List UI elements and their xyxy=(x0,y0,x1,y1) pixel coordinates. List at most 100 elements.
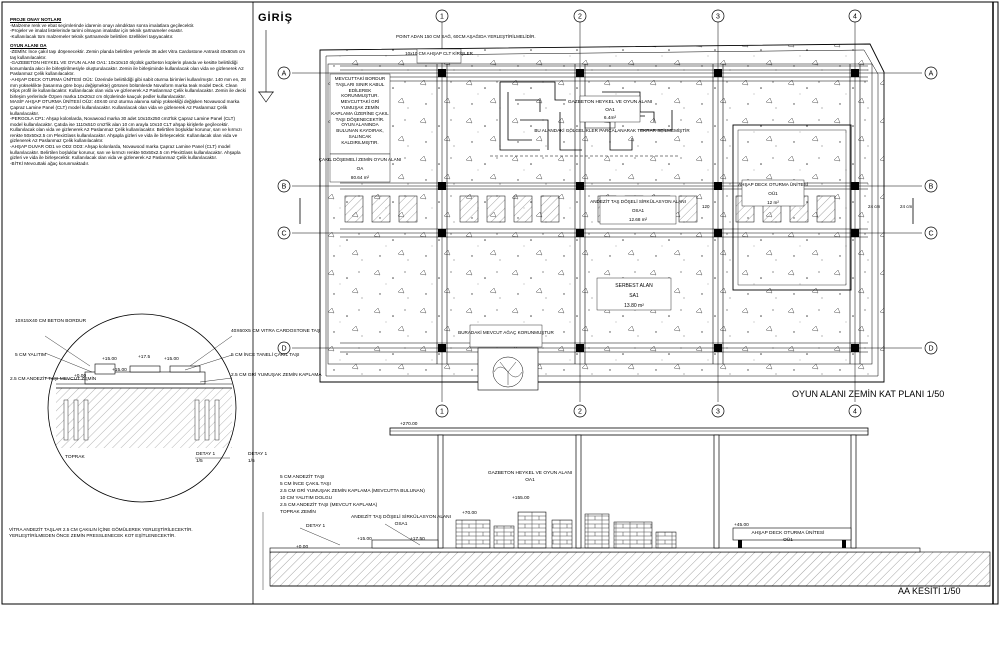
svg-text:+70.00: +70.00 xyxy=(462,510,477,516)
label-andezit: ANDEZİT TAŞ DÖŞELİ SİRKÜLASYON ALANI OSA… xyxy=(590,195,686,225)
svg-text:2: 2 xyxy=(578,409,582,416)
grid-bubble-col-4-top: 4 xyxy=(848,9,862,23)
pergola-posts xyxy=(436,64,861,364)
svg-text:12.68 m²: 12.68 m² xyxy=(629,217,648,222)
svg-text:80.64 m²: 80.64 m² xyxy=(351,175,370,180)
svg-text:SERBEST ALAN: SERBEST ALAN xyxy=(615,283,653,289)
svg-text:POINT ADAN 150 CM SAĞ, 60CM AŞ: POINT ADAN 150 CM SAĞ, 60CM AŞAĞIDA YERL… xyxy=(396,33,536,39)
svg-text:2.5 CM GRİ YUMUŞAK ZEMİN KAPLA: 2.5 CM GRİ YUMUŞAK ZEMİN KAPLAMA (MEVCUT… xyxy=(280,487,425,494)
svg-text:2.5 CM ANDEZİT TAŞI MEVCUT ZEM: 2.5 CM ANDEZİT TAŞI MEVCUT ZEMİN xyxy=(10,375,97,382)
entrance-arrow-icon xyxy=(258,30,274,103)
svg-text:24 cm: 24 cm xyxy=(900,204,913,209)
svg-text:+15.00: +15.00 xyxy=(112,367,127,373)
label-tree: BURADAKİ MEVCUT AĞAÇ KORUNMUŞTUR xyxy=(458,324,554,348)
column-markers xyxy=(438,69,859,352)
svg-text:4: 4 xyxy=(853,409,857,416)
svg-text:+15.00: +15.00 xyxy=(164,356,179,362)
grid-bubble-col-4-bottom: 4 xyxy=(848,404,862,418)
label-mevcut-border: MEVCUTTAKİ BORDUR TAŞLARI SINIR KABUL ED… xyxy=(329,73,391,155)
bottom-note-2: YERLEŞTİRİLMEDEN ÖNCE ZEMİN PRESSLENECEK… xyxy=(9,533,176,538)
svg-text:3: 3 xyxy=(716,14,720,21)
svg-text:OA1: OA1 xyxy=(605,107,615,113)
svg-text:C: C xyxy=(928,231,933,238)
svg-text:1: 1 xyxy=(440,14,444,21)
notes-heading: PROJE ONAY NOTLARI xyxy=(10,17,62,22)
bottom-note-1: VİTRA ANDEZİT TAŞLAR 2.5 CM ÇAKILIN İÇİN… xyxy=(9,527,193,532)
grid-bubble-col-2-top: 2 xyxy=(573,9,587,23)
label-gazebeton: GAZBETON HEYKEL VE OYUN ALANI OA1 6.4m² xyxy=(568,95,652,123)
svg-text:+17.5: +17.5 xyxy=(138,354,150,360)
grid-bubble-col-3-top: 3 xyxy=(711,9,725,23)
label-clt-beams: 10x10 CM AHŞAP CLT KİRİŞLER xyxy=(405,48,474,64)
note-general-1: -Malzeme renk ve ebat seçimlerinde idare… xyxy=(10,22,195,28)
svg-text:ANDEZİT TAŞ DÖŞELİ SİRKÜLASYON: ANDEZİT TAŞ DÖŞELİ SİRKÜLASYON ALANI xyxy=(590,198,686,204)
svg-text:40X60X5 CM VITRA CARDOSTONE TA: 40X60X5 CM VITRA CARDOSTONE TAŞ xyxy=(231,328,320,334)
existing-tree-icon xyxy=(477,347,539,391)
sheet-border xyxy=(1,1,999,605)
label-top-edge: POINT ADAN 150 CM SAĞ, 60CM AŞAĞIDA YERL… xyxy=(396,33,536,39)
svg-text:BURADAKİ MEVCUT AĞAÇ KORUNMUŞT: BURADAKİ MEVCUT AĞAÇ KORUNMUŞTUR xyxy=(458,329,554,335)
svg-text:OÜ1: OÜ1 xyxy=(768,190,778,196)
grid-bubble-row-a-right: A xyxy=(924,66,938,80)
entrance-label: GİRİŞ xyxy=(258,12,293,24)
svg-text:GAZBETON HEYKEL VE OYUN ALANI: GAZBETON HEYKEL VE OYUN ALANI xyxy=(488,470,572,476)
label-serbest: SERBEST ALAN SA1 13.80 m² xyxy=(596,277,672,311)
svg-text:3: 3 xyxy=(716,409,720,416)
svg-text:GAZBETON HEYKEL VE OYUN ALANI: GAZBETON HEYKEL VE OYUN ALANI xyxy=(568,99,652,105)
svg-text:ÇAKIL DÖŞEMELİ ZEMİN OYUN ALAN: ÇAKIL DÖŞEMELİ ZEMİN OYUN ALANI xyxy=(319,156,402,162)
svg-text:13.80 m²: 13.80 m² xyxy=(624,303,644,309)
grid-bubble-col-1-bottom: 1 xyxy=(435,404,449,418)
svg-text:24 cm: 24 cm xyxy=(868,204,881,209)
svg-text:TOPRAK: TOPRAK xyxy=(65,454,85,460)
grid-bubble-row-a-left: A xyxy=(277,66,291,80)
label-deck: AHŞAP DECK OTURMA ÜNİTESİ OÜ1 12 m² xyxy=(738,179,808,207)
svg-text:2.5 CM ANDEZİT TAŞI (MEVCUT KA: 2.5 CM ANDEZİT TAŞI (MEVCUT KAPLAMA) xyxy=(280,501,378,508)
svg-text:2.5 CM GRİ YUMUŞAK ZEMİN KAPLA: 2.5 CM GRİ YUMUŞAK ZEMİN KAPLAMA xyxy=(231,371,322,378)
svg-text:ANDEZİT TAŞ DÖŞELİ SİRKÜLASYON: ANDEZİT TAŞ DÖŞELİ SİRKÜLASYON ALANI xyxy=(351,513,451,520)
svg-text:4: 4 xyxy=(853,14,857,21)
grid-bubble-row-b-left: B xyxy=(277,179,291,193)
grid-bubble-row-d-right: D xyxy=(924,341,938,355)
svg-text:5 CM ANDEZİT TAŞI: 5 CM ANDEZİT TAŞI xyxy=(280,473,325,480)
grid-bubble-row-b-right: B xyxy=(924,179,938,193)
note-general-2: -Projeler ve imalat listelerinde tarimi … xyxy=(10,28,184,34)
svg-text:+45.00: +45.00 xyxy=(734,522,749,528)
label-sunshade: BU ALANDAKİ GÖLGELİKLER PARÇALANARAK TEK… xyxy=(534,127,690,133)
note-area-2: -GAZEBETON HEYKEL VE OYUN ALANI OA1: 10x… xyxy=(10,60,244,77)
svg-text:+17.50: +17.50 xyxy=(410,536,425,542)
svg-text:DETAY 1: DETAY 1 xyxy=(196,451,216,457)
svg-text:D: D xyxy=(281,346,286,353)
svg-text:1: 1 xyxy=(440,409,444,416)
svg-text:AHŞAP DECK OTURMA ÜNİTESİ: AHŞAP DECK OTURMA ÜNİTESİ xyxy=(752,529,825,536)
detail-1-drawing xyxy=(44,313,237,503)
svg-text:OA1: OA1 xyxy=(525,477,535,483)
svg-text:B: B xyxy=(929,184,934,191)
grid-bubble-row-d-left: D xyxy=(277,341,291,355)
svg-text:+155.00: +155.00 xyxy=(512,495,530,501)
svg-text:OSA1: OSA1 xyxy=(632,208,645,213)
area-heading: OYUN ALANI OA xyxy=(10,43,47,49)
svg-text:OÜ1: OÜ1 xyxy=(783,536,793,543)
svg-text:A: A xyxy=(282,71,287,78)
section-aa-labels: 5 CM ANDEZİT TAŞI 5 CM İNCE ÇAKIL TAŞI 2… xyxy=(280,421,824,550)
bottom-note: VİTRA ANDEZİT TAŞLAR 2.5 CM ÇAKILIN İÇİN… xyxy=(9,527,229,539)
note-area-5: -PERGOLA CP1: Ahşap kolonlarda, Novawood… xyxy=(10,116,242,144)
svg-text:DETAY 1: DETAY 1 xyxy=(306,523,326,529)
svg-text:+0.00: +0.00 xyxy=(296,544,308,550)
svg-text:B: B xyxy=(282,184,287,191)
note-general-3: -Kullanılacak tüm malzemeler teknik şart… xyxy=(10,33,174,39)
svg-text:12 m²: 12 m² xyxy=(767,200,779,205)
svg-text:1/5: 1/5 xyxy=(248,458,255,464)
svg-text:1/5: 1/5 xyxy=(196,458,203,464)
svg-text:BU ALANDAKİ GÖLGELİKLER PARÇAL: BU ALANDAKİ GÖLGELİKLER PARÇALANARAK TEK… xyxy=(534,127,690,133)
svg-text:6.4m²: 6.4m² xyxy=(604,115,617,121)
section-cut-markers xyxy=(299,198,914,224)
svg-text:10 CM YALITIM DOLGU: 10 CM YALITIM DOLGU xyxy=(280,495,333,501)
svg-text:+0.00: +0.00 xyxy=(74,373,86,379)
plan-title: OYUN ALANI ZEMİN KAT PLANI 1/50 xyxy=(792,389,945,399)
svg-text:D: D xyxy=(928,346,933,353)
svg-text:OSA1: OSA1 xyxy=(395,521,408,527)
svg-text:OA: OA xyxy=(357,166,365,171)
grid-bubble-row-c-left: C xyxy=(277,226,291,240)
